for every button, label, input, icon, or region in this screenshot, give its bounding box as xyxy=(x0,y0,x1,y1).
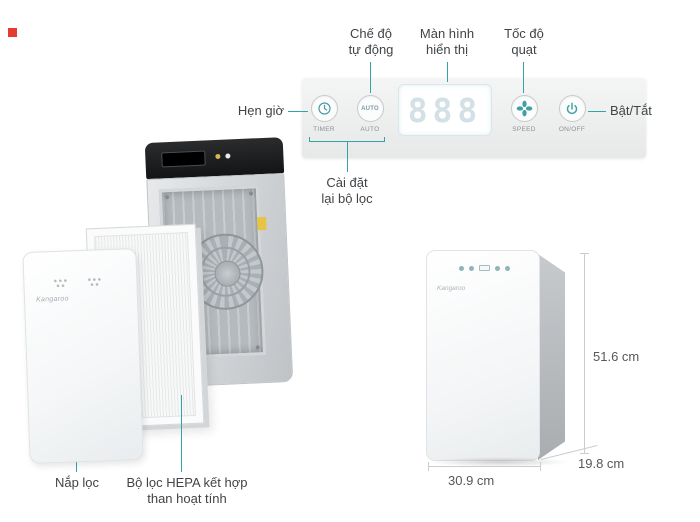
callout-timer-line xyxy=(288,111,308,112)
callout-display-line xyxy=(447,62,448,82)
fan-icon xyxy=(516,100,532,117)
yellow-sticker xyxy=(257,216,267,231)
callout-speed-line1: Tốc độ xyxy=(504,26,544,41)
product-shadow xyxy=(428,457,570,467)
power-icon xyxy=(566,102,578,114)
filter-label-line1: Bộ lọc HEPA kết hợp xyxy=(126,475,248,490)
unit-screen xyxy=(161,150,206,168)
front-cover: Kangaroo xyxy=(22,248,144,464)
height-dim-tick-top xyxy=(580,253,589,254)
product-ctrl-dot2 xyxy=(468,265,474,271)
depth-dim-text: 19.8 cm xyxy=(578,456,625,471)
callout-reset-line1: Cài đặt xyxy=(326,175,368,190)
height-dim-line xyxy=(584,253,585,454)
speed-button-label: SPEED xyxy=(512,126,536,133)
unit-indicator-dot2 xyxy=(225,153,231,159)
callout-display-line1: Màn hình xyxy=(419,26,475,41)
callout-power-line xyxy=(588,111,606,112)
onoff-button-circle xyxy=(558,95,586,122)
auto-button: AUTO AUTO xyxy=(348,95,392,133)
width-dim-tick-right xyxy=(540,462,541,471)
height-dim-text: 51.6 cm xyxy=(593,349,640,364)
led-display-digits: 888 xyxy=(407,90,483,130)
callout-reset: Cài đặt lại bộ lọc xyxy=(314,175,380,207)
callout-speed-line xyxy=(523,62,524,93)
speed-button: SPEED xyxy=(502,95,546,133)
width-dim-tick-left xyxy=(428,462,429,471)
width-dim-line xyxy=(428,466,540,467)
timer-button: TIMER xyxy=(302,95,346,133)
auto-icon: AUTO xyxy=(361,105,379,112)
callout-reset-bracket-tick-left xyxy=(309,137,310,142)
red-corner-mark xyxy=(8,28,17,37)
product-control-strip xyxy=(427,265,541,271)
product-mini-display xyxy=(478,265,490,271)
callout-auto: Chế độ tự động xyxy=(341,26,401,58)
timer-icon xyxy=(317,102,331,115)
callout-speed: Tốc độ quạt xyxy=(496,26,552,58)
filter-leader-line xyxy=(181,395,182,472)
timer-button-circle xyxy=(310,95,338,122)
onoff-button-label: ON/OFF xyxy=(558,126,586,133)
product-side-face xyxy=(538,254,565,460)
callout-auto-line xyxy=(370,62,371,93)
callout-power: Bật/Tắt xyxy=(610,103,662,119)
speed-button-circle xyxy=(510,95,538,122)
cover-label-text: Nắp lọc xyxy=(54,475,100,490)
unit-indicator-dot xyxy=(215,153,221,160)
auto-button-circle: AUTO xyxy=(356,95,384,122)
screw-top-left xyxy=(165,195,170,200)
control-panel: TIMER AUTO AUTO 888 xyxy=(302,78,646,158)
auto-button-label: AUTO xyxy=(360,126,380,133)
cover-label: Nắp lọc xyxy=(46,475,108,491)
height-dim-tick-bottom xyxy=(580,453,589,454)
filter-label: Bộ lọc HEPA kết hợp than hoạt tính xyxy=(112,475,262,507)
vent-icon-right xyxy=(88,278,101,286)
product-front-face: Kangaroo xyxy=(426,250,540,461)
callout-power-text: Bật/Tắt xyxy=(610,103,652,118)
callout-timer-text: Hẹn giờ xyxy=(237,103,284,118)
product-ctrl-dot3 xyxy=(494,265,500,271)
callout-reset-stem xyxy=(347,141,348,172)
product-brand-text: Kangaroo xyxy=(437,285,466,292)
assembled-product: Kangaroo xyxy=(426,250,576,468)
callout-auto-line2: tự động xyxy=(348,42,394,57)
callout-speed-line2: quạt xyxy=(511,42,537,57)
timer-button-label: TIMER xyxy=(313,126,335,133)
onoff-button: ON/OFF xyxy=(550,95,594,133)
filter-label-line2: than hoạt tính xyxy=(147,491,227,506)
callout-timer: Hẹn giờ xyxy=(228,103,284,119)
callout-auto-line1: Chế độ xyxy=(350,26,392,41)
screw-top-right xyxy=(248,191,254,196)
width-dim-text: 30.9 cm xyxy=(448,473,495,488)
unit-top-panel xyxy=(144,137,285,180)
product-ctrl-dot4 xyxy=(504,265,510,271)
vent-icon-left xyxy=(54,279,67,288)
led-display: 888 xyxy=(398,84,492,136)
brand-logo-text: Kangaroo xyxy=(35,295,69,304)
product-ctrl-dot1 xyxy=(458,265,464,271)
callout-reset-bracket-tick-right xyxy=(384,137,385,142)
callout-display: Màn hình hiển thị xyxy=(415,26,479,58)
screw-bottom-right xyxy=(255,345,260,350)
callout-display-line2: hiển thị xyxy=(426,42,468,57)
callout-reset-line2: lại bộ lọc xyxy=(321,191,373,206)
